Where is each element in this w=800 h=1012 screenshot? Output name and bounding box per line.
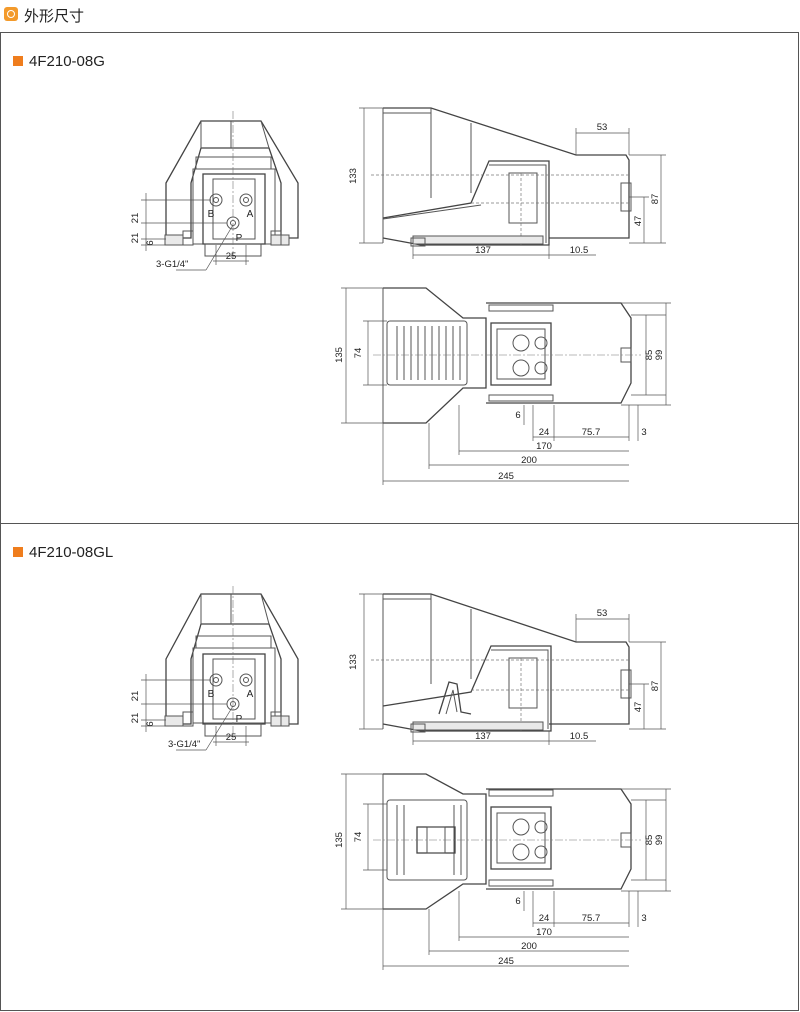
side-view: 133 53 87 47 137 10.5 bbox=[348, 107, 666, 259]
top-dim-99: 99 bbox=[654, 350, 665, 361]
section-icon bbox=[4, 7, 18, 21]
side-dim-53: 53 bbox=[597, 122, 608, 133]
front-dim-25: 25 bbox=[226, 251, 237, 262]
side-dim-133: 133 bbox=[348, 168, 359, 184]
front-dim-6: 6 bbox=[145, 240, 156, 245]
top-view: 135 74 85 99 6 24 75.7 3 170 200 245 bbox=[334, 287, 671, 485]
front-dim-21a: 21 bbox=[130, 213, 141, 224]
top-dim-99: 99 bbox=[654, 835, 665, 846]
top-dim-24: 24 bbox=[539, 427, 550, 438]
top-dim-74: 74 bbox=[353, 832, 364, 843]
top-dim-135: 135 bbox=[334, 347, 345, 363]
top-dim-3: 3 bbox=[641, 427, 646, 438]
top-dim-75-7: 75.7 bbox=[582, 913, 601, 924]
side-dim-137: 137 bbox=[475, 245, 491, 256]
top-dim-6: 6 bbox=[515, 410, 520, 421]
page-title: 外形尺寸 bbox=[24, 7, 85, 25]
model-marker-icon bbox=[13, 56, 23, 66]
top-dim-245: 245 bbox=[498, 471, 514, 482]
top-dim-6: 6 bbox=[515, 896, 520, 907]
port-p-label: P bbox=[236, 714, 243, 725]
drawing-4f210-08gl: 21 21 6 25 3-G1/4" B A P bbox=[130, 586, 671, 970]
top-dim-74: 74 bbox=[353, 348, 364, 359]
port-p-label: P bbox=[236, 233, 243, 244]
side-dim-47: 47 bbox=[633, 216, 644, 227]
page-header: 外形尺寸 bbox=[0, 0, 800, 32]
pedal-grip-pattern bbox=[396, 326, 461, 380]
top-dim-245: 245 bbox=[498, 956, 514, 967]
front-dim-21b: 21 bbox=[130, 233, 141, 244]
side-view: 133 53 87 47 137 10.5 bbox=[348, 593, 666, 745]
top-dim-75-7: 75.7 bbox=[582, 427, 601, 438]
front-dim-6: 6 bbox=[145, 721, 156, 726]
front-dim-21a: 21 bbox=[130, 691, 141, 702]
side-dim-53: 53 bbox=[597, 608, 608, 619]
side-dim-87: 87 bbox=[650, 194, 661, 205]
top-dim-200: 200 bbox=[521, 941, 537, 952]
top-dim-170: 170 bbox=[536, 441, 552, 452]
port-b-label: B bbox=[208, 209, 215, 220]
model-label: 4F210-08GL bbox=[29, 544, 114, 561]
port-a-label: A bbox=[247, 209, 254, 220]
port-b-label: B bbox=[208, 689, 215, 700]
model-marker-icon bbox=[13, 547, 23, 557]
top-dim-85: 85 bbox=[644, 350, 655, 361]
side-dim-137: 137 bbox=[475, 731, 491, 742]
top-dim-24: 24 bbox=[539, 913, 550, 924]
front-view: 21 21 6 25 3-G1/4" B A P bbox=[130, 586, 299, 751]
drawing-4f210-08g: 21 21 6 25 3-G1/4" B A P bbox=[130, 107, 671, 485]
model-label: 4F210-08G bbox=[29, 53, 105, 70]
front-thread-label: 3-G1/4" bbox=[156, 259, 188, 270]
top-dim-200: 200 bbox=[521, 455, 537, 466]
side-dim-47: 47 bbox=[633, 702, 644, 713]
side-dim-10-5: 10.5 bbox=[570, 245, 589, 256]
port-a-label: A bbox=[247, 689, 254, 700]
front-thread-label: 3-G1/4" bbox=[168, 739, 200, 750]
top-dim-85: 85 bbox=[644, 835, 655, 846]
panel-4f210-08g: 4F210-08G bbox=[0, 32, 799, 524]
front-view: 21 21 6 25 3-G1/4" B A P bbox=[130, 111, 299, 271]
side-dim-87: 87 bbox=[650, 681, 661, 692]
top-dim-135: 135 bbox=[334, 832, 345, 848]
top-view: 135 74 85 99 6 24 75.7 3 170 200 245 bbox=[334, 773, 671, 970]
side-dim-133: 133 bbox=[348, 654, 359, 670]
side-dim-10-5: 10.5 bbox=[570, 731, 589, 742]
front-dim-25: 25 bbox=[226, 732, 237, 743]
panel-4f210-08gl: 4F210-08GL bbox=[0, 523, 799, 1011]
top-dim-170: 170 bbox=[536, 927, 552, 938]
front-dim-21b: 21 bbox=[130, 713, 141, 724]
top-dim-3: 3 bbox=[641, 913, 646, 924]
